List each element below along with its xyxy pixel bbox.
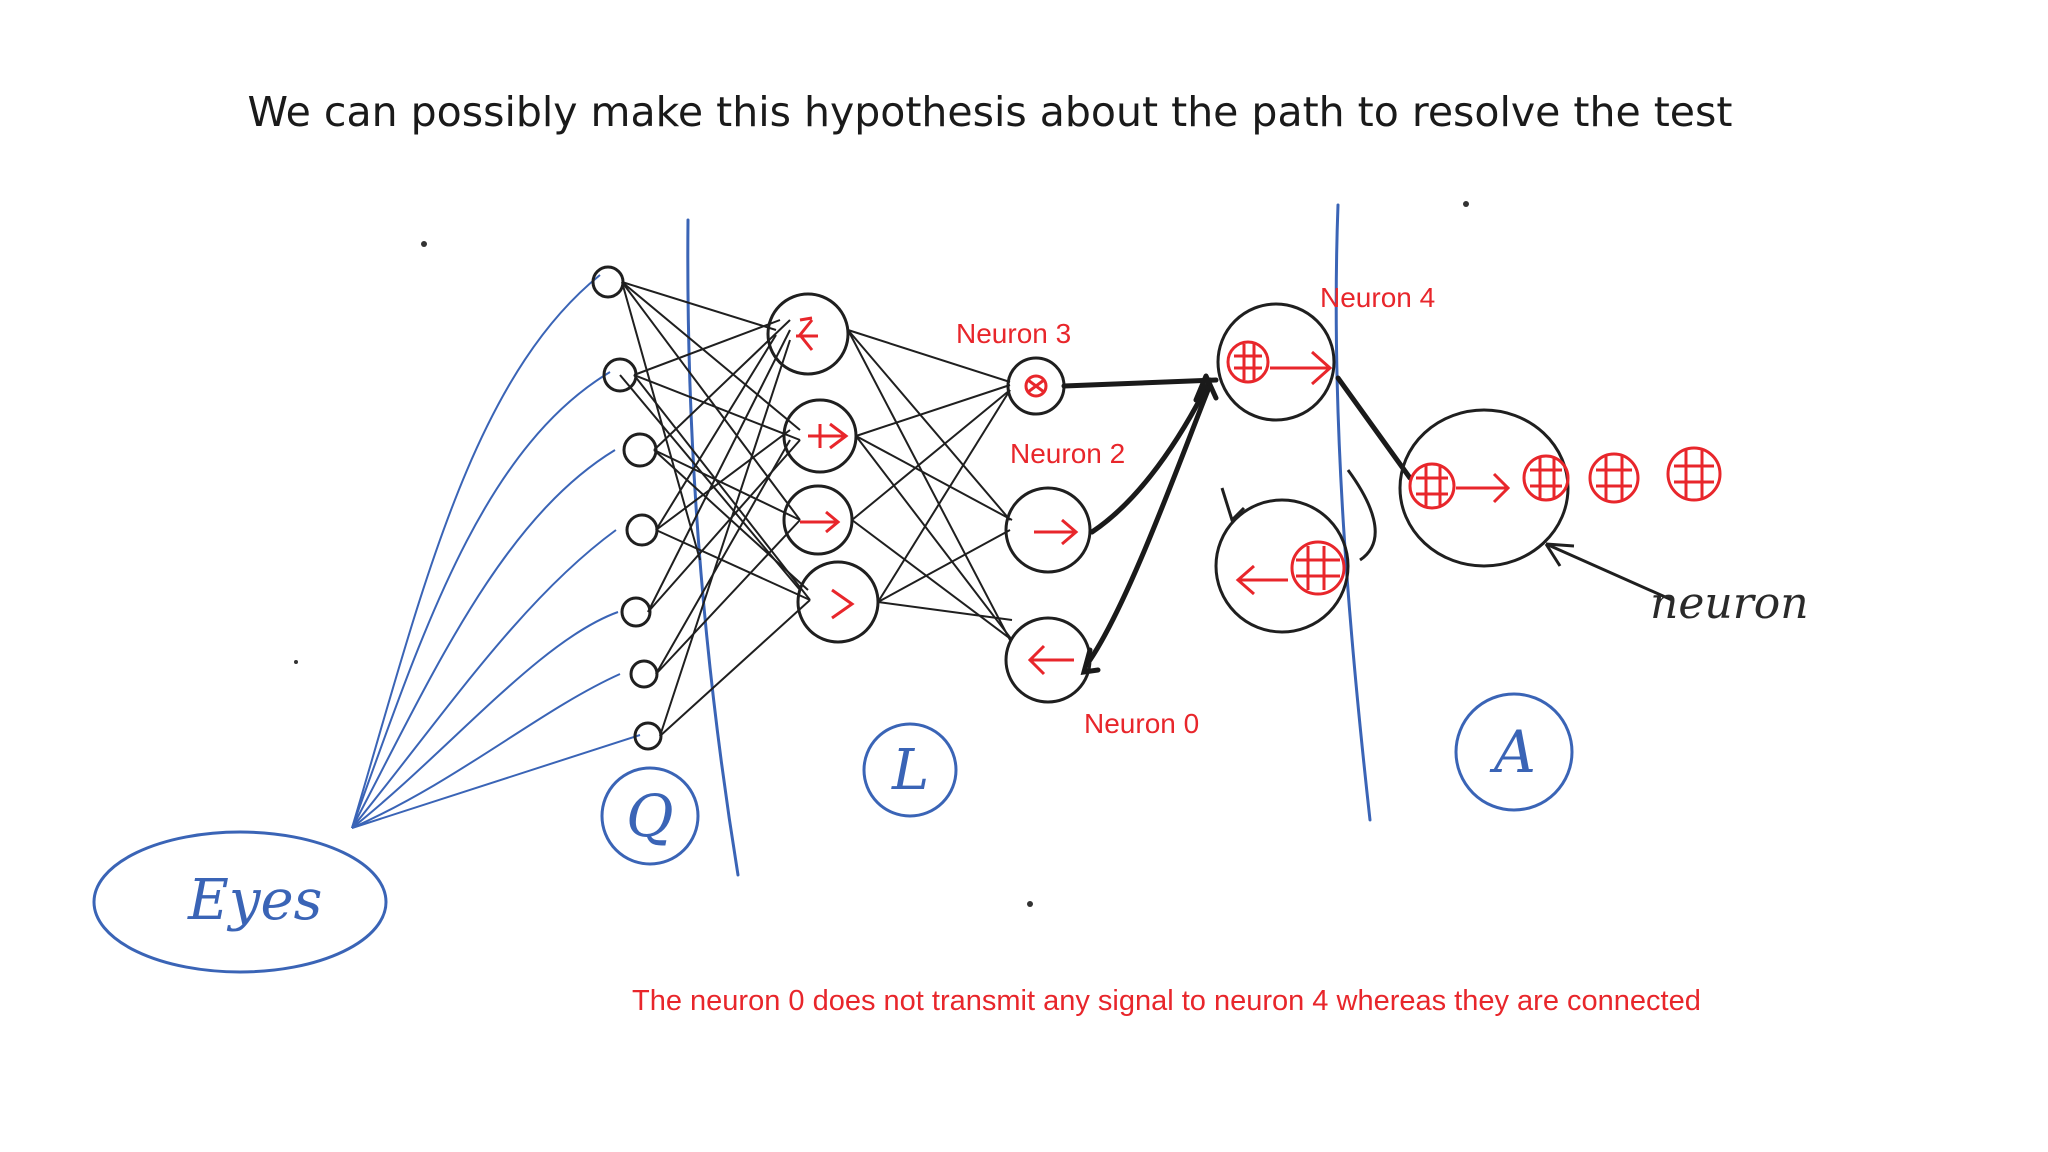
layer4-neuron-marks [1228, 342, 1344, 594]
label-layer-a: A [1494, 718, 1536, 786]
bold-paths [1064, 376, 1410, 672]
cross-connections-1 [620, 282, 810, 736]
label-eyes: Eyes [188, 868, 322, 933]
neuron-4 [1218, 304, 1334, 420]
eye-connections [352, 275, 640, 828]
label-neuron-3: Neuron 3 [956, 318, 1071, 350]
label-neuron-4: Neuron 4 [1320, 282, 1435, 314]
label-neuron-0: Neuron 0 [1084, 708, 1199, 740]
label-neuron-2: Neuron 2 [1010, 438, 1125, 470]
signal-blobs [1410, 448, 1720, 508]
layer3-neuron-marks [1026, 376, 1076, 674]
cross-connections-2 [848, 330, 1012, 640]
label-neuron-handwritten: neuron [1650, 578, 1809, 629]
label-layer-l: L [892, 738, 929, 803]
label-layer-q: Q [626, 782, 674, 850]
layer3-neurons [1006, 358, 1090, 702]
neuron-2 [1006, 488, 1090, 572]
slide-title: We can possibly make this hypothesis abo… [0, 88, 1980, 136]
caption: The neuron 0 does not transmit any signa… [632, 985, 1701, 1018]
neuron-lower [1216, 500, 1348, 632]
input-neurons [593, 267, 661, 749]
